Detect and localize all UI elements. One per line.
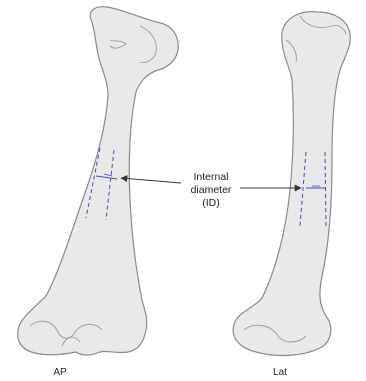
femur-lat (233, 12, 350, 356)
view-label-ap: AP (53, 367, 67, 378)
arrow-to-ap (121, 178, 181, 183)
annotation-line-2: diameter (191, 184, 232, 196)
annotation-line-1: Internal (193, 171, 228, 183)
view-label-lat: Lat (273, 367, 287, 378)
annotation-line-3: (ID) (202, 197, 220, 209)
femur-lat-outline (233, 12, 350, 356)
